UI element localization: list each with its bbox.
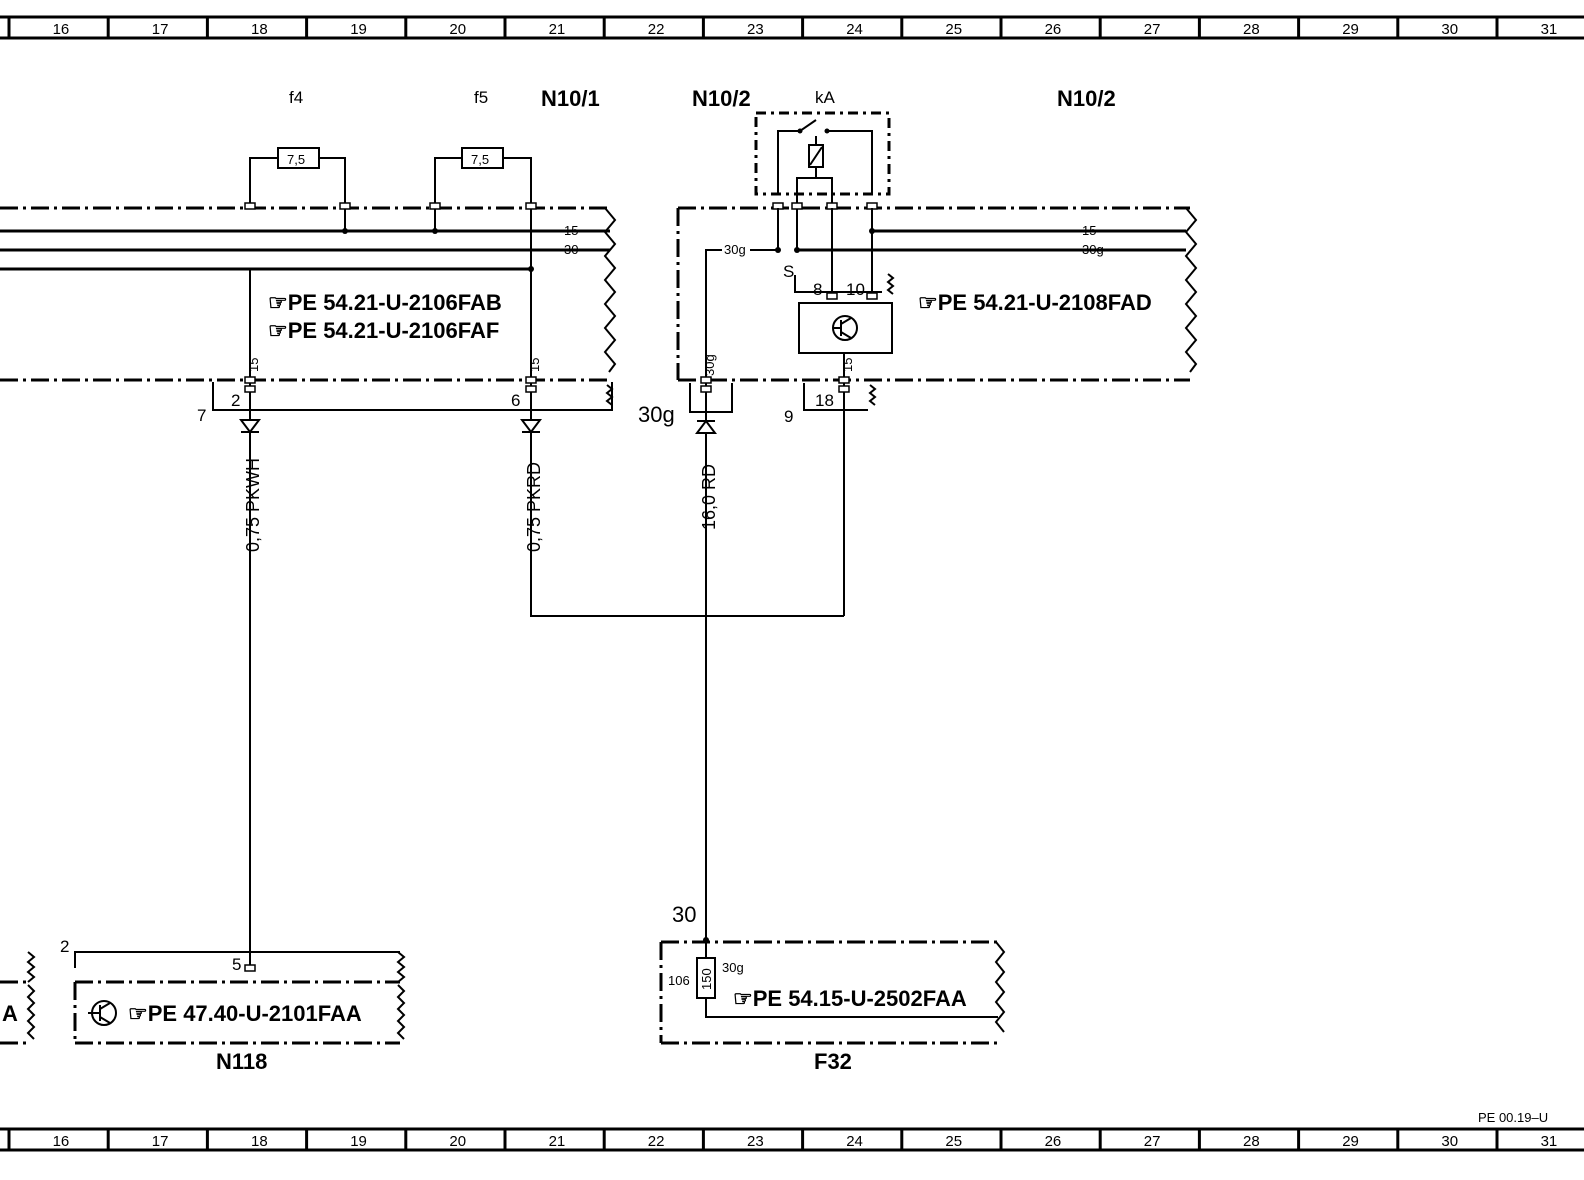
ruler-top-label: 25	[945, 21, 962, 38]
pin-9-label: 9	[784, 407, 793, 426]
line-15-label: 15	[564, 223, 578, 238]
ruler-top-label: 31	[1541, 21, 1558, 38]
line-30-label: 30	[564, 242, 578, 257]
line-30g-right-label: 30g	[1082, 242, 1104, 257]
break-zigzag-n10-1	[603, 207, 617, 373]
component-n10-1: N10/1	[541, 86, 600, 111]
ruler-top-label: 26	[1045, 21, 1062, 38]
f32-pin-30g: 30g	[722, 960, 744, 975]
ruler-top-label: 20	[449, 21, 466, 38]
ruler-bottom-label: 31	[1541, 1133, 1558, 1150]
pin-6-label: 6	[511, 391, 520, 410]
ruler-bottom: 16 17 18 19 20 21 22 23 24 25 26 27 28 29 30 31	[0, 1127, 1584, 1152]
ruler-bottom-label: 20	[449, 1133, 466, 1150]
module-n10-2: N10/2 N10/2 kA 15 30g 30g S	[638, 86, 1198, 940]
ruler-top-label: 23	[747, 21, 764, 38]
fuse-f4-label: f4	[289, 88, 303, 107]
fuse-f5-rating: 7,5	[471, 152, 489, 167]
wires: 0,75 PKWH 0,75 PKRD 16,0 RD	[243, 432, 844, 968]
ruler-bottom-label: 26	[1045, 1133, 1062, 1150]
ruler-top-label: 27	[1144, 21, 1161, 38]
ruler-top-label: 28	[1243, 21, 1260, 38]
wire-label-pkwh: 0,75 PKWH	[243, 458, 263, 552]
pin-8-label: 8	[813, 280, 822, 299]
ruler-bottom-label: 22	[648, 1133, 665, 1150]
pin-7-label: 7	[197, 406, 206, 425]
term-15-a: 15	[246, 358, 261, 372]
ruler-top-label: 21	[549, 21, 566, 38]
n118-pin-2: 2	[60, 937, 69, 956]
line-30g-label: 30g	[724, 242, 746, 257]
fuse-f5-label: f5	[474, 88, 488, 107]
ref-2101faa: ☞PE 47.40-U-2101FAA	[128, 1001, 362, 1026]
pin-2-label: 2	[231, 391, 240, 410]
ref-2502faa: ☞PE 54.15-U-2502FAA	[733, 986, 967, 1011]
ref-2108fad: ☞PE 54.21-U-2108FAD	[918, 290, 1152, 315]
ruler-bottom-label: 23	[747, 1133, 764, 1150]
module-n118: 2 5 ☞PE 47.40-U-2101FAA N118 A	[0, 937, 406, 1074]
ref-2106faf: ☞PE 54.21-U-2106FAF	[268, 318, 499, 343]
f32-pin-106: 106	[668, 973, 690, 988]
wire-label-rd: 16,0 RD	[699, 464, 719, 530]
component-n118: N118	[216, 1049, 267, 1074]
component-n10-2-left: N10/2	[692, 86, 751, 111]
ruler-top-label: 24	[846, 21, 863, 38]
left-partial-label: A	[2, 1001, 18, 1026]
page-code: PE 00.19–U	[1478, 1110, 1548, 1125]
ruler-top-label: 18	[251, 21, 268, 38]
ruler-bottom-label: 16	[53, 1133, 70, 1150]
ruler-bottom-label: 24	[846, 1133, 863, 1150]
component-n10-2-right: N10/2	[1057, 86, 1116, 111]
ruler-bottom-label: 18	[251, 1133, 268, 1150]
f32-fuse-150: 150	[699, 968, 714, 990]
pin-18-label: 18	[815, 391, 834, 410]
ruler-top-label: 17	[152, 21, 169, 38]
line-15-right-label: 15	[1082, 223, 1096, 238]
ruler-bottom-label: 25	[945, 1133, 962, 1150]
pin-10-label: 10	[846, 280, 865, 299]
ruler-top-label: 30	[1441, 21, 1458, 38]
s-label: S	[783, 262, 794, 281]
term-15-b: 15	[527, 358, 542, 372]
ruler-bottom-label: 21	[549, 1133, 566, 1150]
ruler-top-label: 19	[350, 21, 367, 38]
ruler-bottom-label: 17	[152, 1133, 169, 1150]
ruler-bottom-label: 19	[350, 1133, 367, 1150]
ruler-top-label: 22	[648, 21, 665, 38]
module-f32: 30 150 106 30g ☞PE 54.15-U-2502FAA F32	[659, 902, 1006, 1074]
relay-ka-label: kA	[815, 88, 836, 107]
fuse-f4-rating: 7,5	[287, 152, 305, 167]
wire-label-pkrd: 0,75 PKRD	[524, 462, 544, 552]
ruler-top-label: 16	[53, 21, 70, 38]
ruler-bottom-label: 30	[1441, 1133, 1458, 1150]
component-f32: F32	[814, 1049, 852, 1074]
ruler-bottom-label: 29	[1342, 1133, 1359, 1150]
ruler-bottom-label: 27	[1144, 1133, 1161, 1150]
n118-pin-5: 5	[232, 955, 241, 974]
ref-2106fab: ☞PE 54.21-U-2106FAB	[268, 290, 502, 315]
ruler-bottom-label: 28	[1243, 1133, 1260, 1150]
f32-pin-30: 30	[672, 902, 696, 927]
term-15-c: 15	[840, 358, 855, 372]
ruler-top: 16 17 18 19 20 21 22 23 24 25 26 27 28 29 30 31	[0, 15, 1584, 40]
ruler-top-label: 29	[1342, 21, 1359, 38]
module-n10-1: 15 30 f4 7,5 f5 7,5 ☞PE 54.21-U-2106FAB …	[0, 86, 617, 434]
pin-30g-connector: 30g	[638, 402, 675, 427]
term-30g: 30g	[702, 354, 717, 376]
